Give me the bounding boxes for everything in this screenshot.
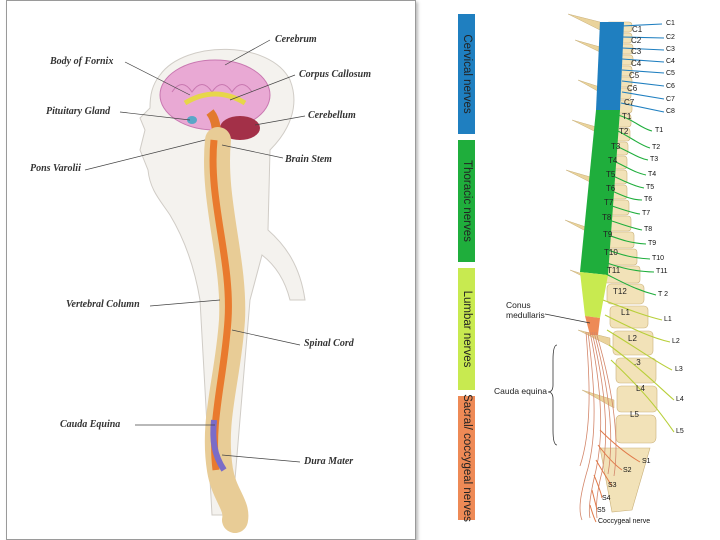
pituitary-shape [187,116,197,124]
nerve-label: T5 [646,184,655,191]
band-cervical: Cervical nerves [458,14,475,134]
vertebra-label: L5 [630,410,639,419]
vertebra-label: T9 [603,230,613,239]
nerve-label: C2 [666,34,675,41]
nerve-label: C7 [666,96,675,103]
conus-leader [544,313,591,324]
annotation-conus-line2: medullaris [506,310,545,320]
nerve-label: C8 [666,108,675,115]
nerve-label: Coccygeal nerve [598,518,651,525]
vertebra-label: C7 [624,98,635,107]
label-cauda-equina: Cauda Equina [60,419,121,430]
nerve-label: C4 [666,58,675,65]
nerve-label: T8 [644,226,653,233]
vertebra-label: T7 [604,198,614,207]
cord-cervical [596,22,624,110]
vertebra-label: T8 [602,213,612,222]
nerve-label: C3 [666,46,675,53]
vertebra-label: T5 [606,170,616,179]
cauda-bracket [547,344,558,446]
leader-lines [84,39,306,463]
nerve-label: L2 [672,338,680,345]
band-thoracic: Thoracic nerves [458,140,475,262]
vertebra-label: C5 [629,71,640,80]
vertebral-column-shape [204,127,249,533]
label-brain-stem: Brain Stem [285,154,332,165]
vertebra-label: L2 [628,334,637,343]
nerve-label: L3 [675,366,683,373]
cord-thoracic [580,110,620,275]
vertebra-label: T6 [606,184,616,193]
vertebra-label: C1 [632,25,643,34]
thoracic-nerves [605,114,657,296]
nerve-label: L4 [676,396,684,403]
nerve-label: T3 [650,156,659,163]
nerve-label: T2 [652,144,661,151]
nerve-label: S2 [623,467,632,474]
vertebra-label: T1 [622,112,632,121]
vertebra-label: T12 [613,287,627,296]
label-corpus-callosum: Corpus Callosum [299,69,371,80]
annotation-conus: Conus medullaris [506,300,545,320]
nerve-label: T 2 [658,291,668,298]
cervical-nerves [620,23,665,113]
nerve-label: C1 [666,20,675,27]
band-sacral: Sacral/ coccygeal nerves [458,394,475,522]
cord-conus [585,316,600,335]
sacral-nerves [589,429,641,523]
vertebra-label: C6 [627,84,638,93]
nerve-label: T1 [655,127,664,134]
lumbar-nerves [602,299,675,433]
nerve-label: C6 [666,83,675,90]
nerve-label: T6 [644,196,653,203]
label-spinal-cord: Spinal Cord [304,338,354,349]
nerve-label: T9 [648,240,657,247]
vertebra-label: .3 [634,358,641,367]
label-pons-varolii: Pons Varolii [30,163,81,174]
corpus-callosum-shape [183,91,247,106]
nerve-label: L5 [676,428,684,435]
vertebra-label: C4 [631,59,642,68]
label-dura-mater: Dura Mater [304,456,354,467]
annotation-cauda-equina: Cauda equina [494,386,547,396]
label-cerebrum: Cerebrum [275,34,317,45]
nerve-label: L1 [664,316,672,323]
vertebra-label: C3 [631,47,642,56]
vertebra-label: L1 [621,308,630,317]
label-cerebellum: Cerebellum [308,110,356,121]
nerve-label: S1 [642,458,651,465]
nerve-label: T4 [648,171,657,178]
label-pituitary-gland: Pituitary Gland [46,106,111,117]
vertebra-label: L4 [636,384,645,393]
vertebra-label: C2 [631,36,642,45]
vertebra-label: T11 [607,266,621,275]
band-lumbar: Lumbar nerves [458,268,475,390]
annotation-conus-line1: Conus [506,300,531,310]
vertebra-label: T3 [611,142,621,151]
nerve-label: T11 [656,268,668,275]
nerve-label: C5 [666,70,675,77]
label-body-of-fornix: Body of Fornix [50,56,114,67]
vertebra-label: T4 [608,156,618,165]
cord-lumbar [580,272,608,318]
nerve-label: S4 [602,495,611,502]
vertebra-label: T2 [619,127,629,136]
nerve-label: S3 [608,482,617,489]
nerve-label: T7 [642,210,651,217]
nerve-label: T10 [652,255,665,262]
cerebellum-shape [220,116,260,140]
label-vertebral-column: Vertebral Column [66,299,140,310]
nerve-label: S5 [597,507,606,514]
vertebra-label: T10 [604,248,618,257]
